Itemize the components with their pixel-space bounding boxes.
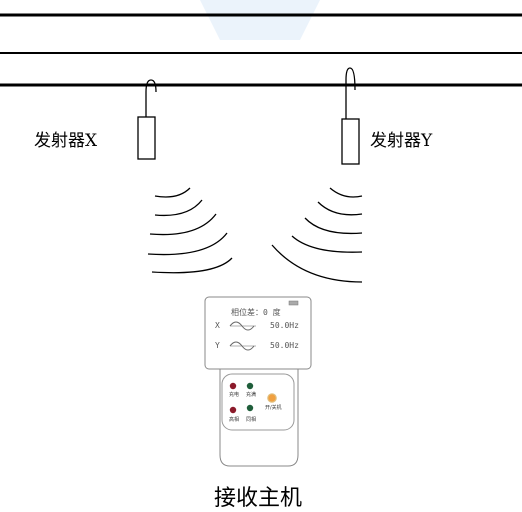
receiver-button-panel: [221, 373, 295, 431]
wave-x-1: [154, 187, 191, 198]
receiver-battery-icon: [288, 300, 299, 306]
power-button-dot[interactable]: [267, 393, 277, 403]
high-phase-indicator-dot: [229, 406, 237, 414]
transmitter-x-hook: [145, 79, 157, 118]
wave-x-3: [149, 213, 217, 236]
transmitter-y-hook: [345, 67, 356, 120]
charged-caption: 充满: [246, 392, 257, 398]
wave-x-4: [147, 232, 228, 256]
y-frequency-readout: 50.0Hz: [270, 341, 299, 350]
phase-difference-readout: 相位差：0 度: [231, 308, 281, 317]
x-channel-label: X: [215, 321, 220, 330]
signal-waves-y: [271, 187, 363, 283]
charging-indicator-dot: [229, 382, 237, 390]
charging-caption: 充电: [229, 392, 240, 398]
signal-waves-x: [147, 187, 233, 274]
in-phase-caption: 同相: [246, 417, 257, 423]
wave-y-3: [304, 217, 363, 235]
wave-x-5: [151, 257, 233, 274]
transmitter-x-box: [137, 116, 156, 160]
background-watermark: [200, 0, 320, 40]
y-channel-label: Y: [215, 341, 220, 350]
wave-x-2: [154, 199, 203, 217]
wave-y-2: [317, 201, 363, 216]
receiver-title: 接收主机: [214, 486, 303, 511]
x-frequency-readout: 50.0Hz: [270, 321, 299, 330]
transmitter-x-label: 发射器X: [34, 131, 98, 151]
transmitter-y-box: [341, 118, 360, 165]
wave-y-4: [291, 235, 363, 253]
wave-y-1: [329, 187, 363, 198]
high-phase-caption: 高相: [229, 417, 240, 423]
transmitter-y-label: 发射器Y: [370, 131, 433, 151]
wave-y-5: [271, 244, 363, 283]
in-phase-indicator-dot: [246, 404, 254, 412]
charged-indicator-dot: [246, 382, 254, 390]
power-caption: 开/关机: [265, 405, 282, 411]
